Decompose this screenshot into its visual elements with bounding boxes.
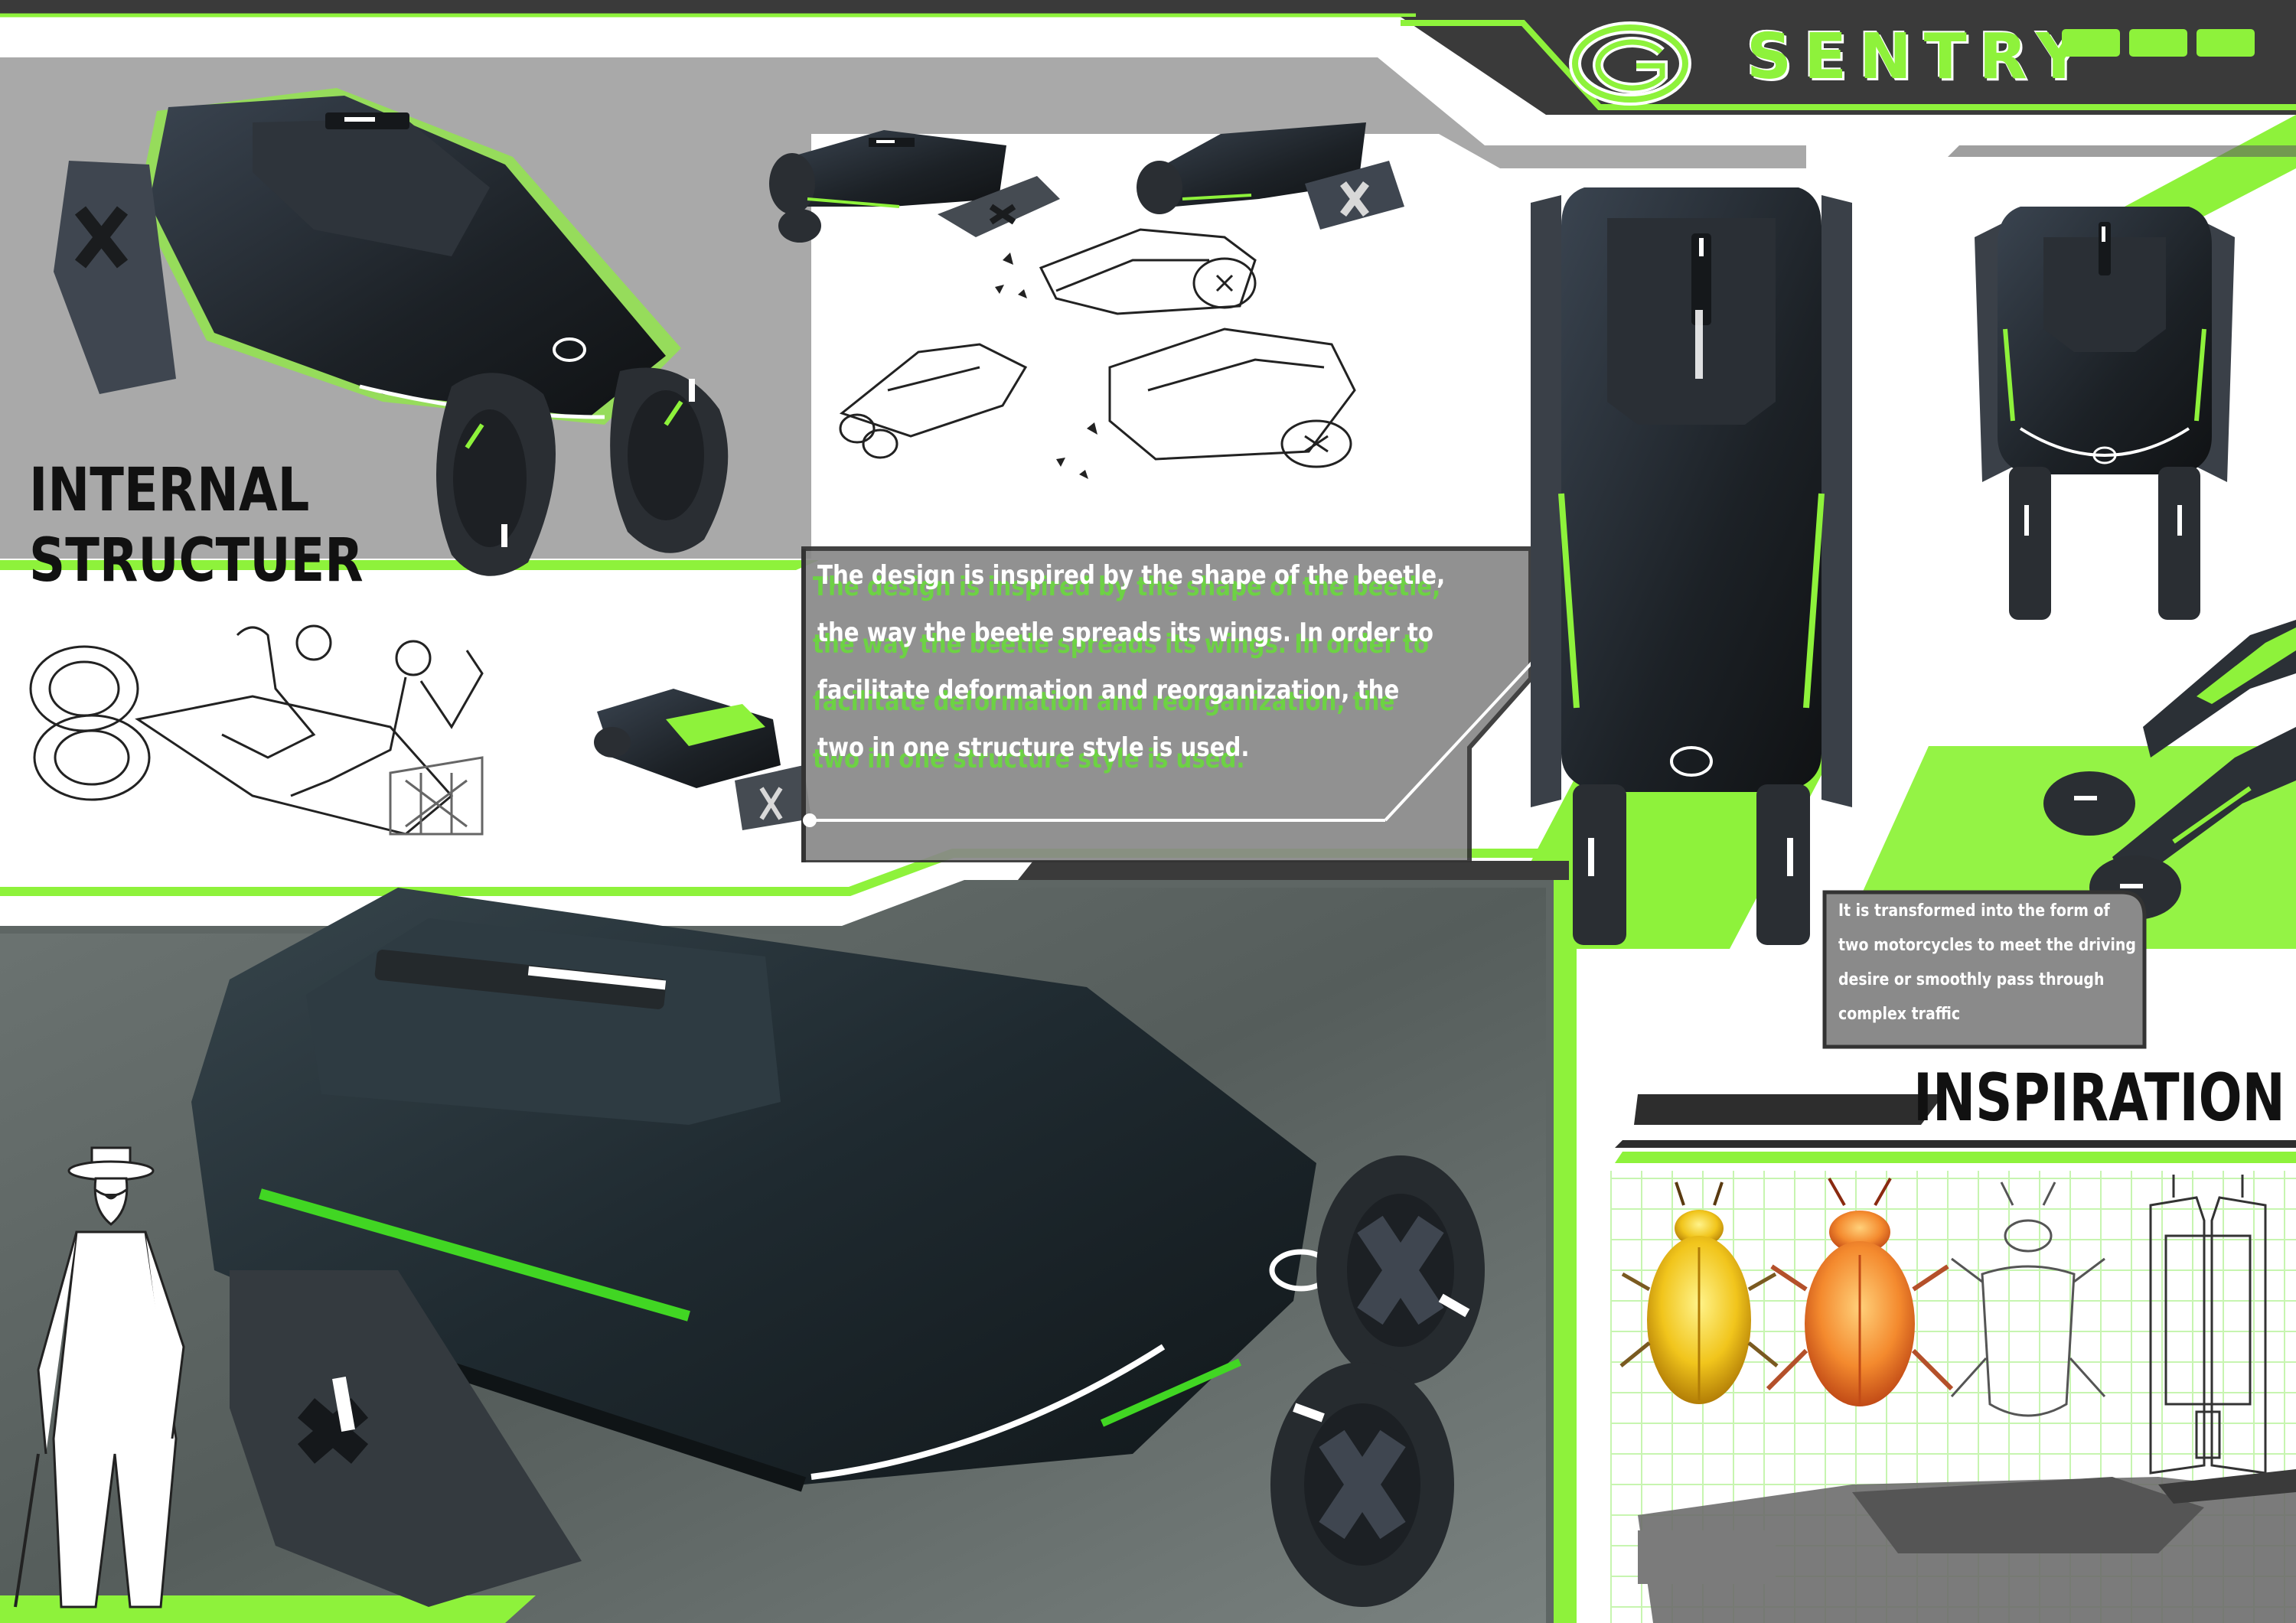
person-scale-figure (14, 1146, 185, 1608)
vehicle-render-side-partial (1638, 1469, 2296, 1623)
vehicle-render-split-view (769, 130, 1060, 243)
vehicle-outline-sketch (2149, 1175, 2267, 1475)
description-shadow-line-3: facilitate deformation and reorganizatio… (813, 686, 1395, 717)
transform-note: It is transformed into the form of two m… (1815, 886, 2152, 1054)
beetle-outline-sketch (1950, 1181, 2106, 1417)
vehicle-render-folded (594, 689, 811, 830)
beetle-inspiration-images (1619, 1175, 2267, 1475)
concept-sketches (839, 228, 1356, 479)
transform-note-line-4: complex traffic (1838, 1005, 1961, 1024)
transform-note-frame (1822, 890, 2147, 1049)
vehicle-render-front-view (1531, 187, 1852, 945)
inspiration-heading: INSPIRATION (1913, 1060, 2285, 1136)
description-line-4: two in one structure style is used. (817, 732, 1250, 763)
brand-title: SENTRY (1746, 21, 2094, 93)
description-shadow-line-2: the way the beetle spreads its wings. In… (813, 629, 1430, 660)
orange-beetle (1766, 1178, 1954, 1406)
transform-note-line-3: desire or smoothly pass through (1838, 970, 2105, 989)
vehicle-render-wing-open (1137, 122, 1404, 230)
description-line-1: The design is inspired by the shape of t… (817, 560, 1446, 591)
description-panel: The design is inspired by the shape of t… (796, 541, 1546, 862)
header-indicator-tabs (2062, 29, 2255, 57)
internal-structure-heading: INTERNAL STRUCTUER (29, 456, 364, 595)
golden-beetle (1619, 1181, 1779, 1404)
g-emblem-icon (1569, 21, 1691, 106)
vehicle-render-motorcycle-mode (2043, 620, 2296, 920)
internal-structure-drawing (29, 624, 484, 836)
vehicle-render-top-view (54, 88, 729, 576)
transform-note-line-1: It is transformed into the form of (1838, 901, 2110, 921)
description-shadow-line-4: two in one structure style is used. (813, 744, 1245, 774)
description-line-2: the way the beetle spreads its wings. In… (817, 618, 1434, 648)
vehicle-render-perspective (191, 888, 1485, 1607)
description-line-3: facilitate deformation and reorganizatio… (817, 675, 1400, 706)
description-shadow-line-1: The design is inspired by the shape of t… (813, 572, 1441, 602)
transform-note-line-2: two motorcycles to meet the driving (1838, 936, 2136, 955)
vehicle-render-rear-view (1975, 207, 2235, 620)
